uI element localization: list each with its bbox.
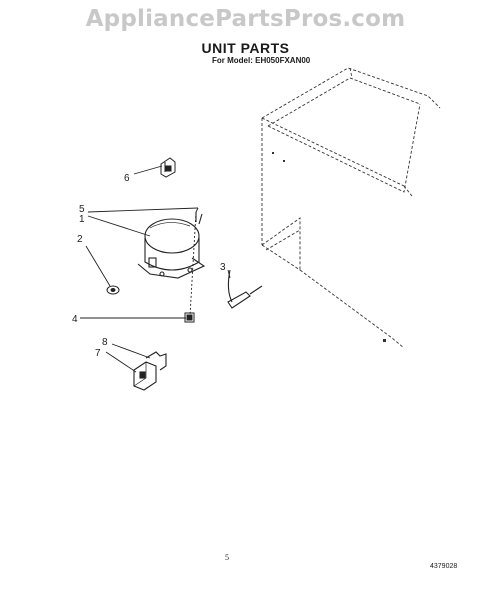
callout-7: 7 bbox=[95, 348, 101, 359]
callout-4: 4 bbox=[72, 314, 78, 325]
page-title: UNIT PARTS bbox=[201, 40, 290, 56]
callout-6: 6 bbox=[124, 173, 130, 184]
part-6-clip bbox=[160, 157, 176, 178]
document-number: 4379028 bbox=[430, 563, 458, 570]
callout-labels: 1 2 3 4 5 6 7 8 bbox=[72, 173, 226, 359]
part-4-bolt bbox=[184, 312, 195, 323]
part-3-harness bbox=[227, 269, 263, 309]
watermark-logo-text: AppliancePartsPros.com bbox=[85, 6, 406, 32]
part-8-clip bbox=[145, 351, 167, 371]
part-7-relay bbox=[133, 361, 157, 391]
cabinet-holes bbox=[272, 152, 386, 342]
model-subtitle: For Model: EH050FXAN00 bbox=[212, 56, 311, 65]
part-2-grommet bbox=[106, 285, 120, 295]
callout-2: 2 bbox=[77, 234, 83, 245]
page-number: 5 bbox=[225, 553, 229, 562]
callout-1: 1 bbox=[79, 214, 85, 225]
callout-3: 3 bbox=[220, 262, 226, 273]
callout-5: 5 bbox=[79, 204, 85, 215]
callout-8: 8 bbox=[102, 337, 108, 348]
cabinet-outline bbox=[261, 67, 441, 349]
leader-lines bbox=[80, 165, 231, 373]
